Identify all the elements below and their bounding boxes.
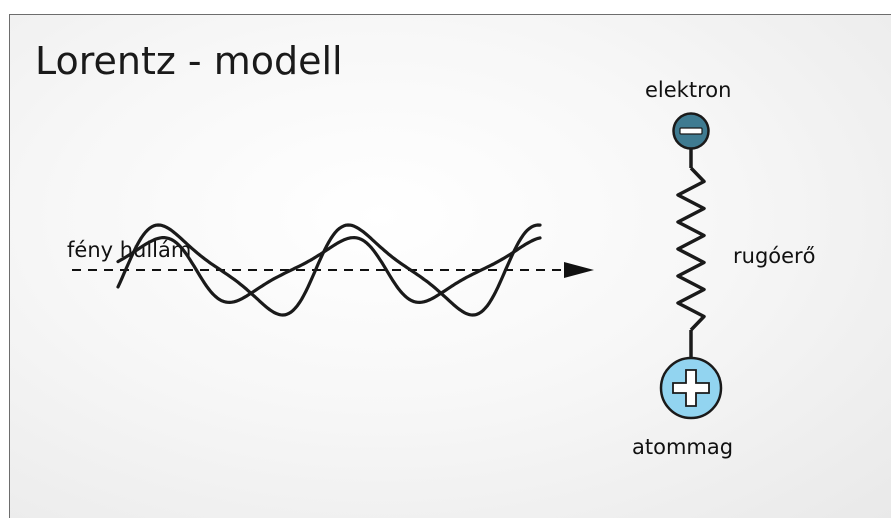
electron-icon xyxy=(672,112,710,150)
nucleus-label: atommag xyxy=(632,435,734,459)
spring xyxy=(676,166,706,332)
diagram-title: Lorentz - modell xyxy=(35,39,343,83)
nucleus-icon xyxy=(659,356,723,420)
light-wave-label: fény hullám xyxy=(67,238,192,262)
electron-label: elektron xyxy=(645,78,732,102)
arrow-head xyxy=(564,262,594,278)
slide-background xyxy=(9,14,891,518)
minus-icon xyxy=(679,127,703,135)
light-wave-curve-a xyxy=(116,223,542,317)
light-wave-curve-b xyxy=(116,236,542,304)
spring-force-label: rugóerő xyxy=(733,244,816,268)
plus-icon xyxy=(672,369,710,407)
